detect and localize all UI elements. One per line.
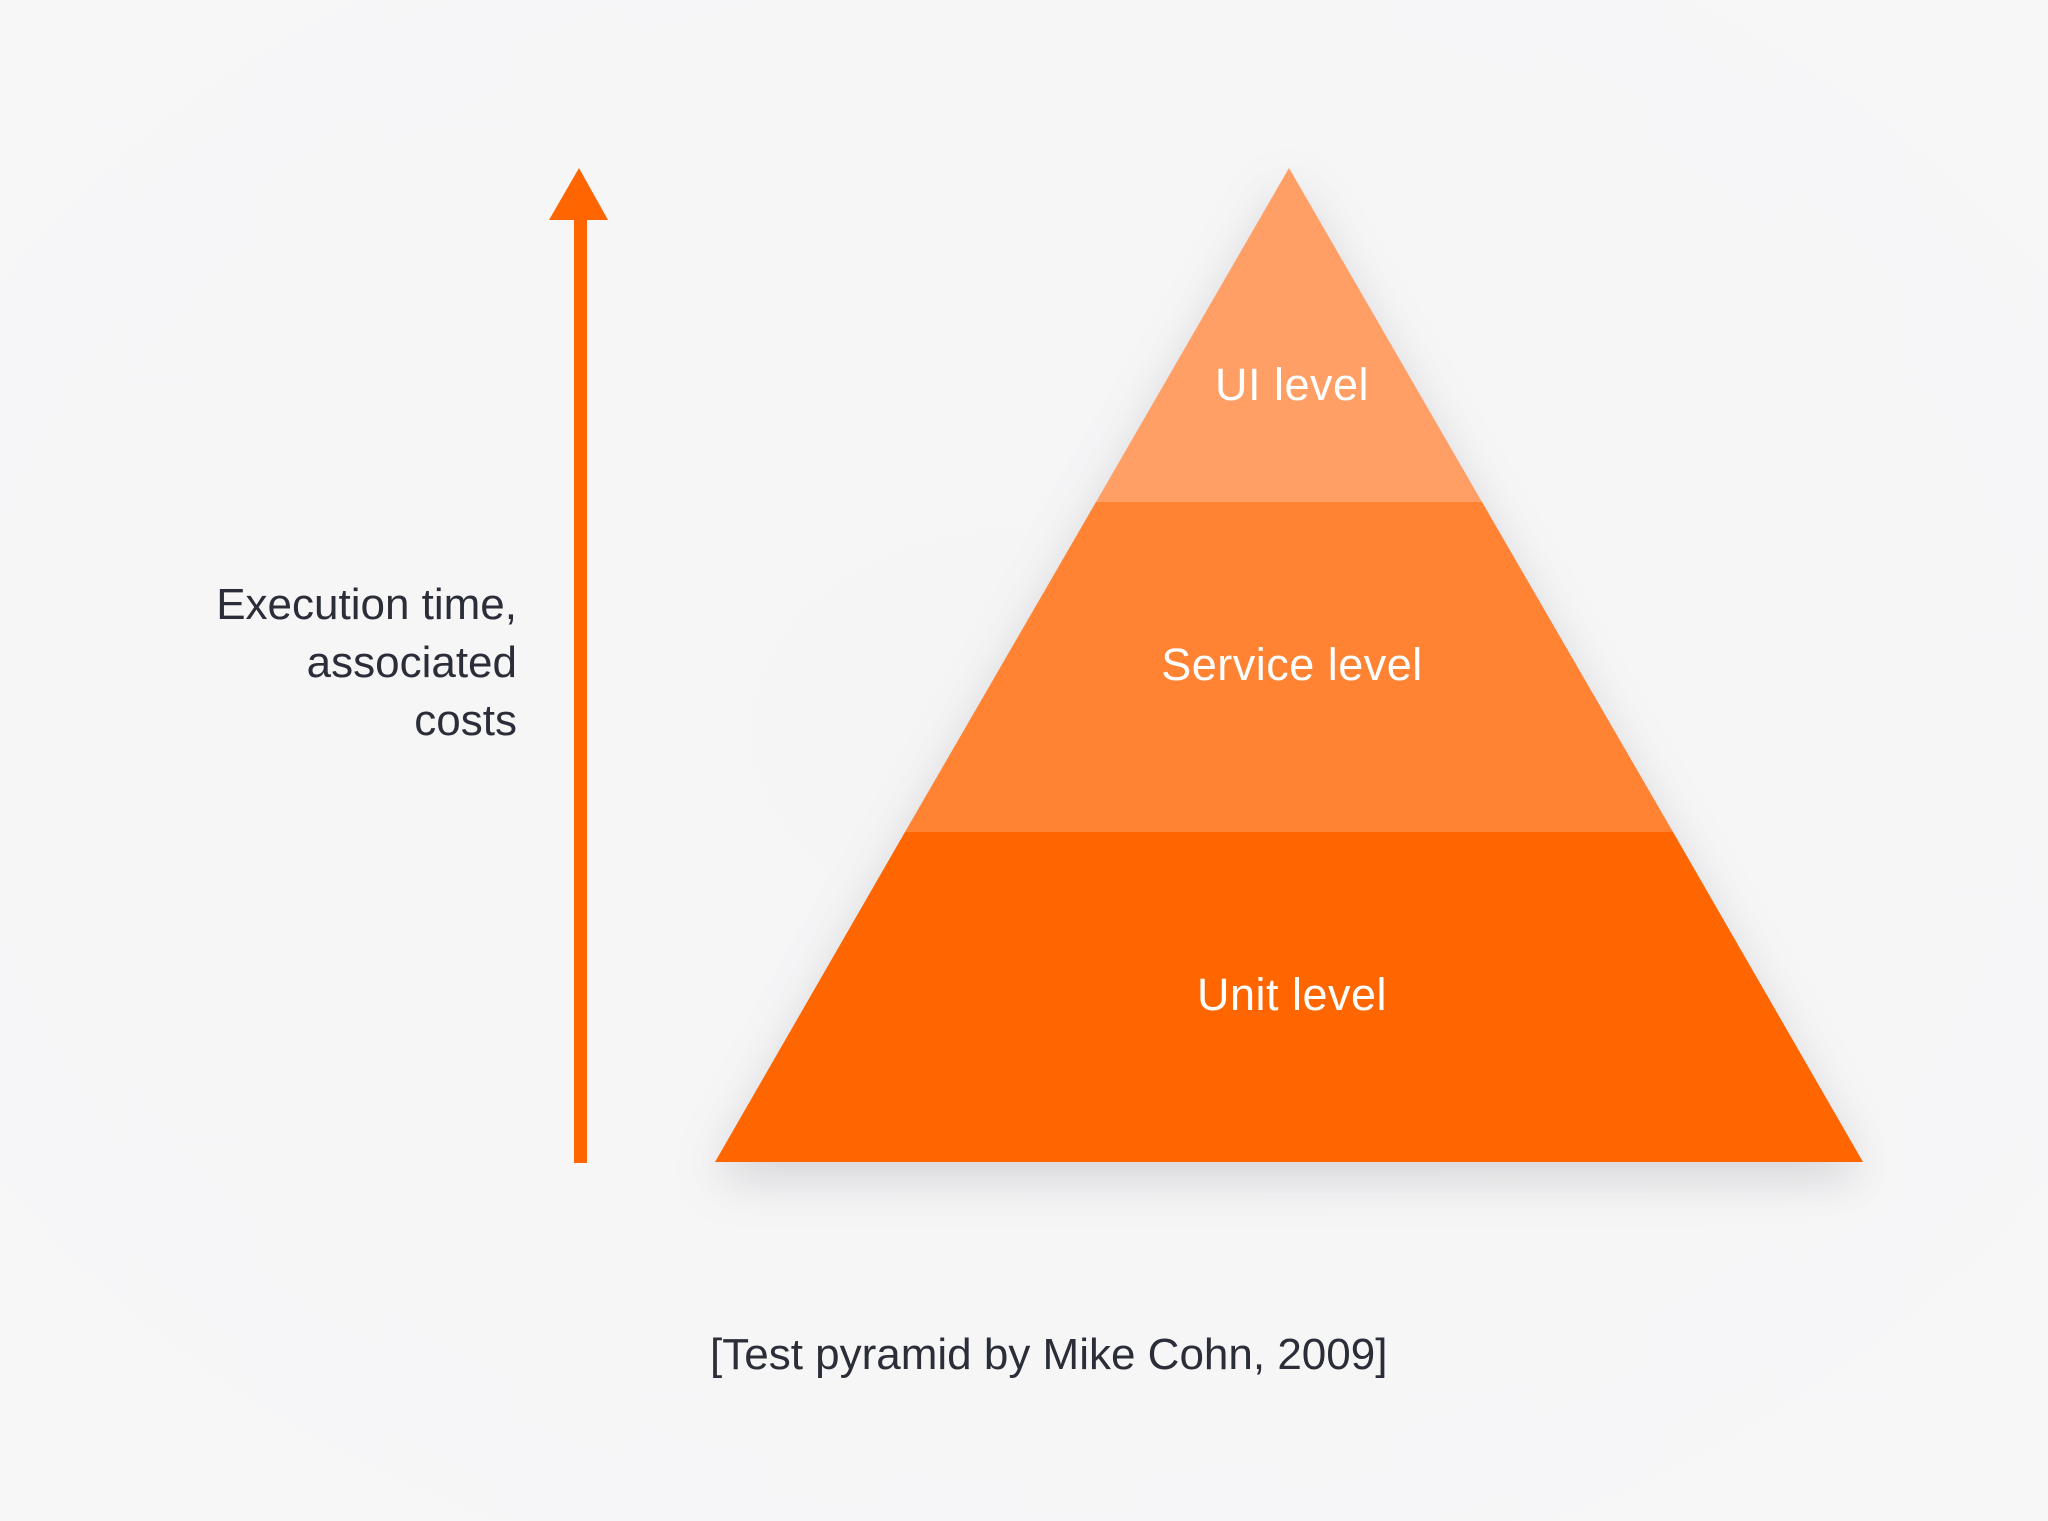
axis-arrowhead-icon (549, 168, 608, 220)
source-caption: [Test pyramid by Mike Cohn, 2009] (710, 1330, 1388, 1379)
ui-level-label: UI level (1214, 359, 1370, 410)
axis-arrow-shaft (574, 212, 587, 1163)
axis-annotation-line-2: associated (306, 638, 517, 687)
unit-level-label: Unit level (1196, 969, 1388, 1020)
axis-annotation: Execution time, associated costs (216, 576, 517, 750)
service-level-label: Service level (1161, 639, 1423, 690)
axis-annotation-line-3: costs (414, 696, 517, 745)
axis-arrow (549, 168, 608, 1163)
axis-annotation-line-1: Execution time, (216, 580, 517, 629)
pyramid-section-ui (1096, 168, 1482, 502)
pyramid-section-unit (715, 832, 1863, 1162)
pyramid-section-service (905, 502, 1673, 832)
test-pyramid (715, 168, 1863, 1162)
